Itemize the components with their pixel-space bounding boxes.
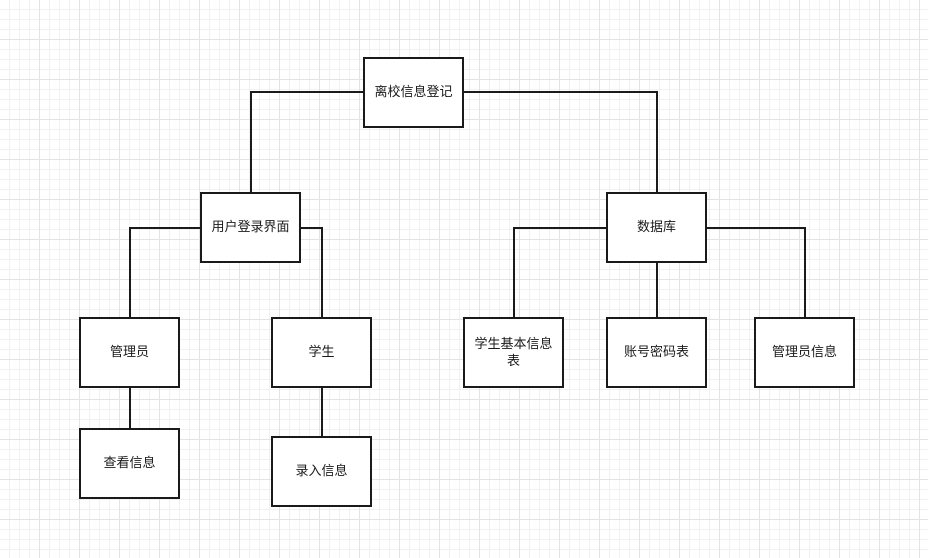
node-view-info[interactable]: 查看信息: [79, 428, 180, 499]
node-admin-info-label: 管理员信息: [771, 345, 837, 360]
node-student-info-table[interactable]: 学生基本信息表: [463, 317, 564, 388]
node-login-ui-label: 用户登录界面: [211, 220, 290, 235]
edge-login-ui-admin: [129, 227, 200, 317]
node-student-label: 学生: [308, 345, 335, 360]
edge-root-login-ui: [250, 91, 363, 192]
node-admin-info[interactable]: 管理员信息: [754, 317, 855, 388]
node-view-info-label: 查看信息: [103, 456, 156, 471]
node-admin[interactable]: 管理员: [79, 317, 180, 388]
edge-root-database: [464, 91, 658, 192]
node-student[interactable]: 学生: [271, 317, 372, 388]
node-database[interactable]: 数据库: [606, 192, 707, 263]
node-root[interactable]: 离校信息登记: [363, 57, 464, 128]
node-account-password-table[interactable]: 账号密码表: [606, 317, 707, 388]
edge-database-student-info-table: [513, 227, 606, 317]
node-student-info-table-label: 学生基本信息表: [474, 336, 553, 369]
edge-login-ui-student: [301, 227, 323, 317]
node-enter-info[interactable]: 录入信息: [271, 436, 372, 507]
node-enter-info-label: 录入信息: [295, 464, 348, 479]
node-account-password-table-label: 账号密码表: [623, 345, 689, 360]
node-root-label: 离校信息登记: [374, 85, 453, 100]
node-login-ui[interactable]: 用户登录界面: [200, 192, 301, 263]
edge-database-admin-info: [707, 227, 806, 317]
node-database-label: 数据库: [636, 220, 676, 235]
node-admin-label: 管理员: [109, 345, 149, 360]
